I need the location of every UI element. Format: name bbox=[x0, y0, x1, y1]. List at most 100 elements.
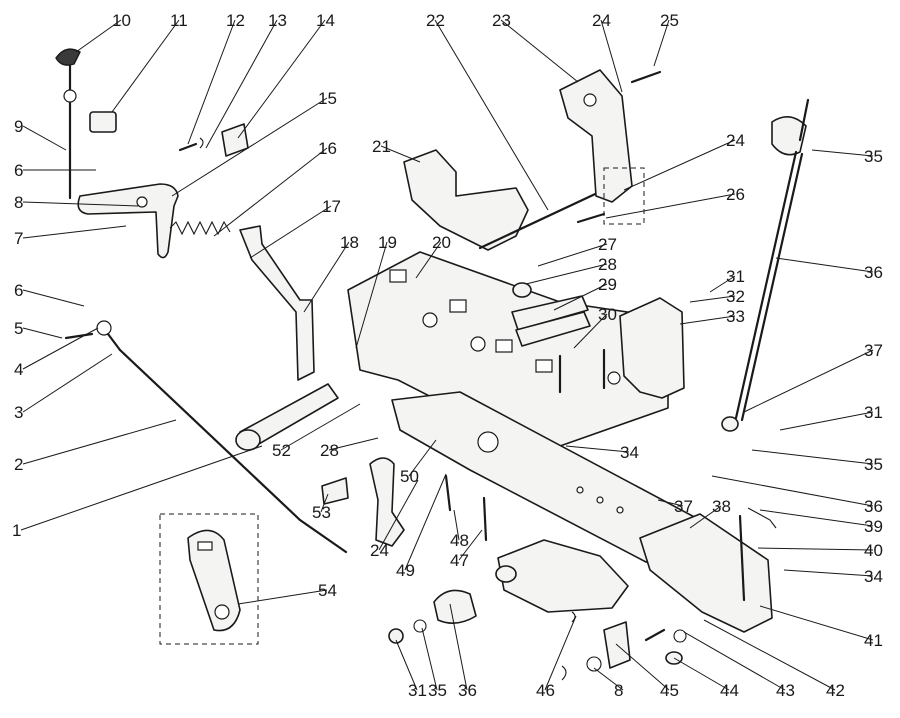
rod-end-4 bbox=[96, 320, 112, 336]
strut-rod-36 bbox=[734, 150, 798, 420]
leader-line-29 bbox=[553, 283, 608, 311]
leader-line-24 bbox=[378, 479, 419, 551]
part-number-34: 34 bbox=[620, 443, 639, 462]
leader-line-10 bbox=[75, 19, 122, 53]
part-number-19: 19 bbox=[378, 233, 397, 252]
leader-line-35 bbox=[751, 449, 874, 465]
spring-16 bbox=[169, 220, 231, 236]
part-number-29: 29 bbox=[598, 275, 617, 294]
part-number-31: 31 bbox=[408, 681, 427, 700]
leader-line-13 bbox=[205, 19, 278, 149]
part-number-33: 33 bbox=[726, 307, 745, 326]
part-number-41: 41 bbox=[864, 631, 883, 650]
washer-27 bbox=[512, 282, 532, 298]
part-number-22: 22 bbox=[426, 11, 445, 30]
part-number-6: 6 bbox=[14, 161, 23, 180]
housing-hole bbox=[422, 312, 438, 328]
detail-hole bbox=[214, 604, 230, 620]
part-number-50: 50 bbox=[400, 467, 419, 486]
leader-line-24 bbox=[623, 139, 736, 191]
housing-hole bbox=[607, 371, 621, 385]
knob-10 bbox=[55, 48, 81, 66]
part-number-43: 43 bbox=[776, 681, 795, 700]
part-number-53: 53 bbox=[312, 503, 331, 522]
part-number-4: 4 bbox=[14, 360, 23, 379]
part-number-45: 45 bbox=[660, 681, 679, 700]
part-number-14: 14 bbox=[316, 11, 335, 30]
leader-line-36 bbox=[711, 475, 874, 507]
leader-line-38 bbox=[689, 505, 722, 529]
bolt-26 bbox=[576, 212, 606, 224]
rod-eye-9 bbox=[63, 89, 77, 103]
part-number-11: 11 bbox=[170, 11, 188, 30]
strut-rod-36b bbox=[740, 152, 804, 422]
leader-line-9 bbox=[22, 125, 67, 151]
bolt-31 bbox=[388, 628, 404, 644]
bolt-53 bbox=[321, 477, 349, 505]
part-number-9: 9 bbox=[14, 117, 23, 136]
part-number-47: 47 bbox=[450, 551, 469, 570]
drawbar-hole bbox=[477, 431, 499, 453]
part-number-54: 54 bbox=[318, 581, 337, 600]
part-number-10: 10 bbox=[112, 11, 131, 30]
leader-line-2 bbox=[22, 419, 177, 465]
part-number-26: 26 bbox=[726, 185, 745, 204]
part-number-44: 44 bbox=[720, 681, 739, 700]
part-number-3: 3 bbox=[14, 403, 23, 422]
leader-line-53 bbox=[320, 493, 329, 513]
leader-line-31 bbox=[395, 639, 418, 691]
part-number-5: 5 bbox=[14, 319, 23, 338]
leader-line-18 bbox=[303, 241, 350, 313]
part-number-36: 36 bbox=[458, 681, 477, 700]
part-number-30: 30 bbox=[598, 305, 617, 324]
pivot-8 bbox=[136, 196, 148, 208]
part-number-46: 46 bbox=[536, 681, 555, 700]
strut-top-36 bbox=[798, 98, 810, 142]
bracket-21 bbox=[403, 149, 529, 251]
part-drawings bbox=[55, 48, 810, 681]
part-number-8: 8 bbox=[614, 681, 623, 700]
part-number-7: 7 bbox=[14, 229, 23, 248]
leader-line-36 bbox=[449, 603, 468, 691]
lever-17-18 bbox=[239, 225, 315, 381]
detail-inset-frame bbox=[159, 513, 259, 645]
drawbar-hole bbox=[596, 496, 604, 504]
nut-37 bbox=[721, 416, 739, 432]
leader-line-34 bbox=[783, 569, 874, 577]
leader-line-35 bbox=[421, 627, 438, 691]
shaft-22 bbox=[478, 186, 610, 250]
clip-46b bbox=[561, 665, 567, 681]
leader-line-12 bbox=[187, 19, 236, 145]
part-number-15: 15 bbox=[318, 89, 337, 108]
drawbar-hole bbox=[616, 506, 624, 514]
leader-line-33 bbox=[679, 315, 736, 325]
part-number-34: 34 bbox=[864, 567, 883, 586]
leader-line-27 bbox=[537, 243, 608, 267]
leader-line-14 bbox=[237, 19, 326, 139]
part-number-24: 24 bbox=[370, 541, 389, 560]
leader-line-30 bbox=[573, 313, 608, 349]
part-number-37: 37 bbox=[674, 497, 693, 516]
pin-40 bbox=[738, 514, 746, 602]
leader-line-5 bbox=[22, 327, 63, 339]
part-number-27: 27 bbox=[598, 235, 617, 254]
clip-13 bbox=[199, 137, 204, 149]
handle-39 bbox=[747, 507, 777, 529]
part-number-18: 18 bbox=[340, 233, 359, 252]
leader-line-23 bbox=[500, 19, 579, 83]
part-number-24: 24 bbox=[592, 11, 611, 30]
leader-line-20 bbox=[415, 241, 442, 279]
part-number-12: 12 bbox=[226, 11, 245, 30]
leader-line-37 bbox=[743, 349, 874, 413]
leader-line-37 bbox=[657, 499, 684, 507]
leader-line-39 bbox=[759, 509, 874, 527]
bracket-33 bbox=[619, 297, 685, 399]
leader-line-52 bbox=[280, 403, 361, 451]
leader-line-3 bbox=[22, 353, 113, 413]
leader-line-16 bbox=[213, 147, 328, 237]
part-number-28: 28 bbox=[320, 441, 339, 460]
rod-joint-3 bbox=[106, 332, 122, 352]
housing-window bbox=[495, 339, 513, 353]
bell-crank-50 bbox=[369, 457, 405, 547]
